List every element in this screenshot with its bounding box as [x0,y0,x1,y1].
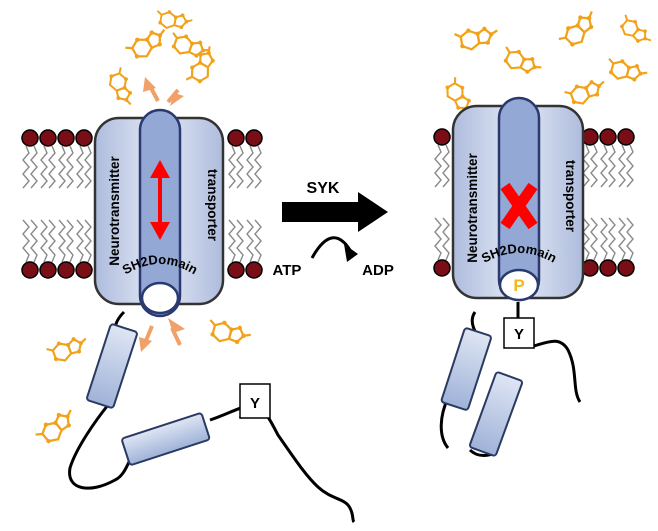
neurotransmitter-molecule [32,403,82,450]
transporter-left: Neurotransmitter transporter SH2Domain [93,77,225,352]
right-panel: Y P Neurotransmitter transporter SH2Doma… [433,5,656,457]
atp-adp-curve [310,236,352,259]
helix-cylinder [86,323,138,409]
lipid-head [433,259,451,277]
lipid-head [581,128,599,146]
molecules-right [440,5,656,120]
membrane-left [21,129,263,279]
lipid-head [57,261,75,279]
syk-label: SYK [307,180,340,197]
left-panel: Y Neurotransmitter transporter SH2Domain [21,7,356,524]
neurotransmitter-label: Neurotransmitter [465,152,480,262]
blocked-x-mark [500,182,538,230]
neurotransmitter-molecule [452,22,501,53]
lipid-head [21,261,39,279]
neurotransmitter-molecule [204,315,254,350]
lipid-head [617,128,635,146]
lipid-head [581,259,599,277]
sh2-binding-site [140,281,180,315]
lipid-head [245,261,263,279]
phospho-label: P [513,276,524,295]
flow-arrows [139,77,185,352]
lipid-head [75,261,93,279]
neurotransmitter-molecule [44,331,92,367]
tyrosine-label: Y [250,395,260,412]
phospho-group [508,273,530,295]
neurotransmitter-molecule [104,65,138,110]
adp-label: ADP [362,262,394,279]
neurotransmitter-molecule [555,5,604,53]
lipid-head [245,129,263,147]
atp-label: ATP [273,262,302,279]
lipid-head [227,261,245,279]
lipid-head [75,129,93,147]
neurotransmitter-molecule [166,28,214,64]
neurotransmitter-molecule [562,74,610,110]
helix-cylinder [469,371,523,457]
neurotransmitter-molecule [153,7,195,34]
lipid-head [39,129,57,147]
protein-tail [439,302,582,457]
helix-cylinder [121,412,211,466]
tyrosine-label: Y [514,326,524,343]
tyrosine-box: Y [239,383,271,419]
lipid-head [57,129,75,147]
neurotransmitter-molecule [122,22,173,65]
transporter-label: transporter [205,169,220,242]
reaction-arrow [282,192,388,232]
transport-double-arrow [150,160,170,240]
lipid-head [599,259,617,277]
neurotransmitter-molecule [603,54,651,87]
lipid-head [617,259,635,277]
reaction: SYK ATP ADP [273,180,394,279]
lipid-head [21,129,39,147]
lipid-head [433,128,451,146]
neurotransmitter-molecule [614,11,656,51]
lipid-head [39,261,57,279]
lipid-head [227,129,245,147]
transporter-label: transporter [563,160,578,233]
transporter-right: P Neurotransmitter transporter SH2Domain [451,96,585,302]
membrane-right [433,128,635,277]
lipid-head [599,128,617,146]
helix-cylinder [440,327,492,411]
neurotransmitter-molecule [497,43,546,81]
neurotransmitter-label: Neurotransmitter [107,155,122,265]
tyrosine-box: Y [503,317,535,349]
